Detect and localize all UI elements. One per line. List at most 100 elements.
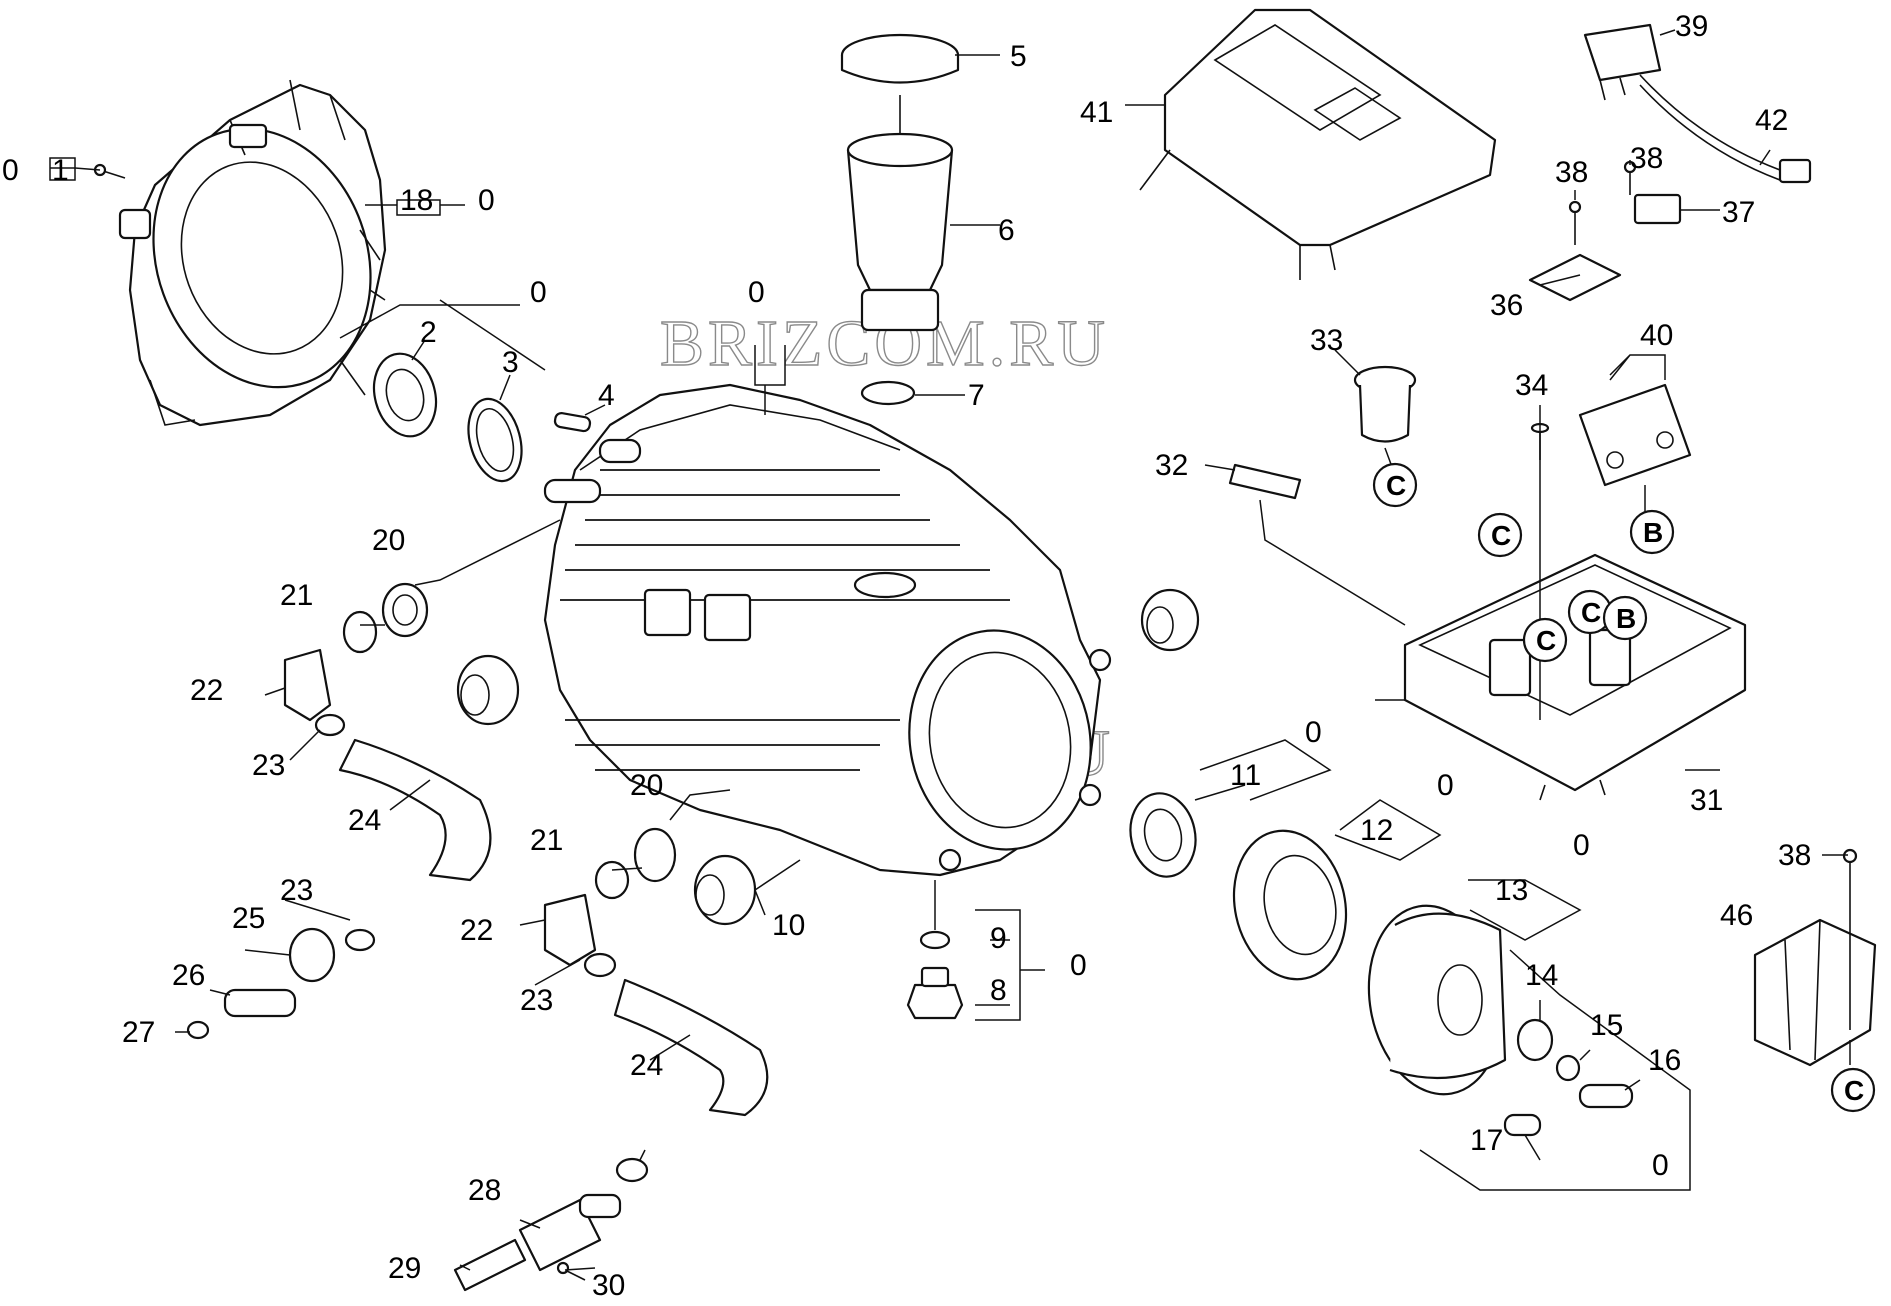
callout-33: 33 — [1310, 324, 1343, 357]
bushing-right — [1140, 588, 1200, 652]
callout-0-h: 0 — [1573, 829, 1590, 862]
callout-46: 46 — [1720, 899, 1753, 932]
callout-31: 31 — [1690, 784, 1723, 817]
contactor-39 — [1583, 23, 1662, 101]
reservoir-cap-5 — [840, 33, 960, 84]
clamp-23-b — [344, 928, 376, 952]
callout-1: 1 — [52, 154, 69, 187]
hose-24-upper — [338, 738, 492, 882]
drain-plug-8 — [906, 966, 964, 1020]
o-ring-27 — [186, 1020, 210, 1040]
callout-6: 6 — [998, 214, 1015, 247]
callout-15: 15 — [1590, 1009, 1623, 1042]
letter-mark-c-5: C — [1522, 617, 1568, 663]
o-ring-9 — [919, 930, 951, 950]
letter-mark-b-2: B — [1602, 595, 1648, 641]
svg-text:B: B — [1643, 517, 1663, 548]
callout-22-a: 22 — [190, 674, 223, 707]
callout-3: 3 — [502, 346, 519, 379]
switch-46 — [1753, 918, 1877, 1067]
callout-37: 37 — [1722, 196, 1755, 229]
callout-8: 8 — [990, 974, 1007, 1007]
elbow-22-upper — [283, 648, 332, 722]
bushing-10 — [693, 854, 757, 926]
circuit-board-40 — [1578, 383, 1692, 487]
nut-25 — [288, 927, 336, 983]
callout-11: 11 — [1230, 759, 1261, 792]
letter-mark-c-1: C — [1372, 462, 1418, 508]
callout-0-b: 0 — [478, 184, 495, 217]
callout-0-f: 0 — [1070, 949, 1087, 982]
key-4 — [553, 412, 592, 433]
callout-18: 18 — [400, 184, 433, 217]
callout-24-b: 24 — [630, 1049, 663, 1082]
callout-21-a: 21 — [280, 579, 313, 612]
callout-25: 25 — [232, 902, 265, 935]
callout-4: 4 — [598, 379, 615, 412]
letter-mark-c-4: C — [1830, 1067, 1876, 1113]
callout-0-g: 0 — [1437, 769, 1454, 802]
connector-26 — [223, 988, 297, 1018]
letter-mark-b-1: B — [1629, 509, 1675, 555]
callout-24-a: 24 — [348, 804, 381, 837]
callout-38-b: 38 — [1630, 142, 1663, 175]
terminal-block-37 — [1633, 193, 1682, 225]
pulley-13 — [1367, 904, 1507, 1096]
callout-10: 10 — [772, 909, 805, 942]
hose-24-lower — [613, 978, 769, 1117]
key-17 — [1503, 1113, 1542, 1137]
o-ring-7 — [860, 380, 916, 406]
reservoir-6 — [846, 95, 954, 332]
svg-text:C: C — [1491, 520, 1511, 551]
bearing-2 — [372, 352, 438, 438]
seal-11 — [1129, 792, 1197, 878]
callout-12: 12 — [1360, 814, 1393, 847]
callout-34: 34 — [1515, 369, 1548, 402]
callout-32: 32 — [1155, 449, 1188, 482]
callout-20-b: 20 — [630, 769, 663, 802]
callout-42: 42 — [1755, 104, 1788, 137]
callout-27: 27 — [122, 1016, 155, 1049]
motor-flange — [118, 79, 387, 427]
pump-housing — [543, 383, 1112, 877]
callout-9: 9 — [990, 922, 1007, 955]
rail-36 — [1528, 253, 1622, 302]
callout-0-a: 0 — [2, 154, 19, 187]
callout-0-c: 0 — [530, 276, 547, 309]
callout-0-i: 0 — [1652, 1149, 1669, 1182]
callout-28: 28 — [468, 1174, 501, 1207]
callout-41: 41 — [1080, 96, 1113, 129]
svg-text:C: C — [1844, 1075, 1864, 1106]
spring-21-upper — [342, 610, 378, 654]
screw-30 — [556, 1261, 586, 1281]
washer-14 — [1516, 1018, 1554, 1062]
spring-21-lower — [594, 860, 630, 900]
bushing-left — [456, 654, 520, 726]
ring-3 — [467, 397, 523, 483]
svg-text:C: C — [1536, 625, 1556, 656]
callout-16: 16 — [1648, 1044, 1681, 1077]
bushing-20-lower — [633, 827, 677, 883]
callout-5: 5 — [1010, 40, 1027, 73]
callout-36: 36 — [1490, 289, 1523, 322]
callout-0-e: 0 — [1305, 716, 1322, 749]
svg-text:B: B — [1616, 603, 1636, 634]
clamp-23-c — [583, 952, 617, 978]
callout-17: 17 — [1470, 1124, 1503, 1157]
callout-20-a: 20 — [372, 524, 405, 557]
callout-labels: 0 1 18 0 5 6 7 2 3 4 0 0 41 39 42 38 38 … — [2, 10, 1811, 1302]
callout-21-b: 21 — [530, 824, 563, 857]
switch-box-31 — [1375, 553, 1747, 801]
callout-38-a: 38 — [1555, 156, 1588, 189]
callout-40: 40 — [1640, 319, 1673, 352]
lock-washer-15 — [1555, 1054, 1581, 1082]
callout-26: 26 — [172, 959, 205, 992]
bearing-12 — [1232, 829, 1348, 981]
callout-23-b: 23 — [280, 874, 313, 907]
sleeve-33 — [1353, 365, 1417, 443]
reference-letters: C C B C C B C — [1372, 462, 1876, 1113]
callout-2: 2 — [420, 316, 437, 349]
callout-23-a: 23 — [252, 749, 285, 782]
callout-22-b: 22 — [460, 914, 493, 947]
